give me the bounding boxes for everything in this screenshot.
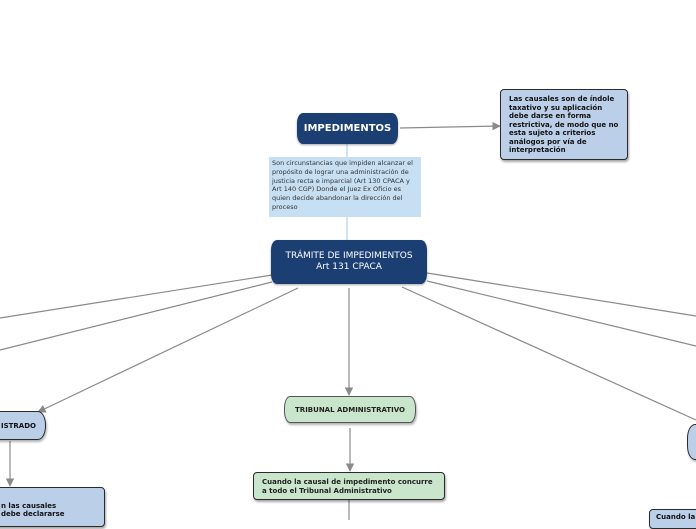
tramite-title: TRÁMITE DE IMPEDIMENTOS	[285, 251, 413, 261]
edge-tramite-to-right-mid	[426, 280, 696, 347]
right-card[interactable]: Cuando la	[649, 509, 696, 529]
magistrado-node[interactable]: ISTRADO	[0, 411, 46, 440]
right-card-text: Cuando la	[656, 513, 696, 521]
magistrado-label: ISTRADO	[1, 421, 36, 430]
tribunal-card-text: Cuando la causal de impedimento concurre…	[262, 478, 433, 495]
edge-tramite-to-right-lower	[401, 286, 696, 421]
tramite-node[interactable]: TRÁMITE DE IMPEDIMENTOS Art 131 CPACA	[271, 240, 427, 284]
right-offscreen-node[interactable]	[687, 424, 696, 460]
edge-impedimentos-to-causales	[399, 121, 501, 131]
edge-tramite-to-left-upper	[0, 274, 273, 319]
tramite-subtitle: Art 131 CPACA	[316, 262, 382, 272]
tribunal-card[interactable]: Cuando la causal de impedimento concurre…	[253, 472, 445, 500]
tribunal-node[interactable]: TRIBUNAL ADMINISTRATIVO	[284, 396, 416, 423]
tribunal-label: TRIBUNAL ADMINISTRATIVO	[295, 405, 405, 414]
causales-note-text: Las causales son de índole taxativo y su…	[509, 95, 619, 154]
impedimentos-node[interactable]: IMPEDIMENTOS	[297, 113, 398, 144]
edge-tramite-to-left-lower	[0, 281, 273, 351]
edge-tramite-to-magistrado	[37, 287, 299, 413]
left-causales-text: n las causales debe declararse	[1, 501, 65, 519]
definition-note[interactable]: Son circunstancias que impiden alcanzar …	[269, 157, 421, 217]
causales-note-card[interactable]: Las causales son de índole taxativo y su…	[500, 89, 628, 160]
edge-tramite-to-right-upper	[426, 272, 696, 317]
impedimentos-label: IMPEDIMENTOS	[303, 123, 392, 134]
definition-note-text: Son circunstancias que impiden alcanzar …	[272, 159, 413, 211]
left-causales-card[interactable]: n las causales debe declararse	[0, 487, 105, 527]
